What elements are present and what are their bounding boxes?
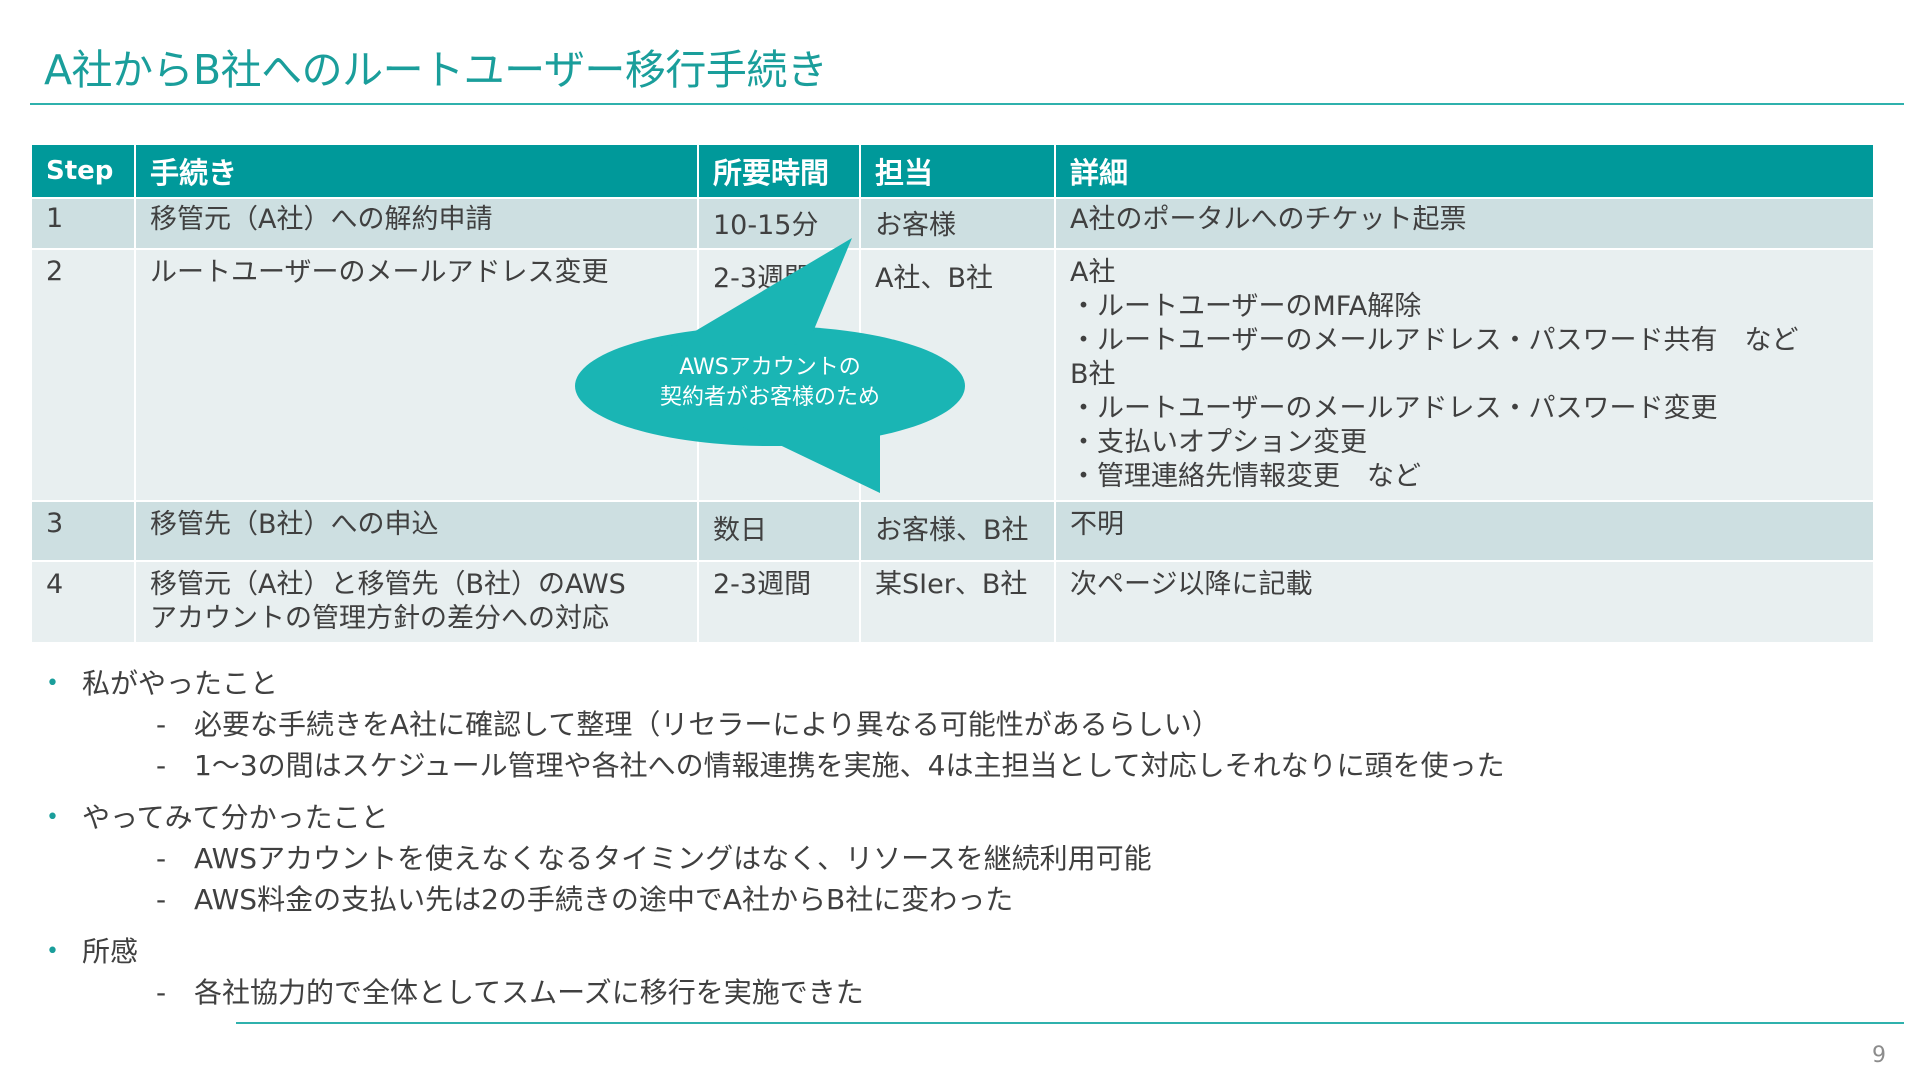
dash-icon: - — [156, 708, 167, 741]
cell-duration: 10-15分 — [697, 197, 861, 250]
sub-item-text: 必要な手続きをA社に確認して整理（リセラーにより異なる可能性があるらしい） — [194, 708, 1220, 741]
table-row: 2 ルートユーザーのメールアドレス変更 2-3週間 A社、B社 A社 ・ルートユ… — [30, 248, 1875, 502]
cell-details: A社のポータルへのチケット起票 — [1054, 197, 1875, 250]
bullet-label: やってみて分かったこと — [82, 801, 389, 834]
sub-item-text: 各社協力的で全体としてスムーズに移行を実施できた — [194, 976, 864, 1009]
sub-item-text: AWS料金の支払い先は2の手続きの途中でA社からB社に変わった — [194, 883, 1014, 916]
callout-text: AWSアカウントの 契約者がお客様のため — [590, 353, 950, 413]
cell-step: 1 — [30, 197, 136, 250]
bullet-icon: • — [46, 939, 59, 964]
cell-step: 4 — [30, 560, 136, 644]
header-procedure: 手続き — [134, 143, 699, 199]
detail-line: ・支払いオプション変更 — [1070, 427, 1367, 458]
sub-item-text: 1～3の間はスケジュール管理や各社への情報連携を実施、4は主担当として対応しそれ… — [194, 749, 1505, 782]
sub-list: -各社協力的で全体としてスムーズに移行を実施できた — [82, 972, 1644, 1013]
bullet-item: • 所感 -各社協力的で全体としてスムーズに移行を実施できた — [44, 932, 1644, 1013]
detail-line: ・ルートユーザーのメールアドレス・パスワード共有 など — [1070, 325, 1799, 356]
sub-list: -必要な手続きをA社に確認して整理（リセラーにより異なる可能性があるらしい） -… — [82, 704, 1644, 786]
cell-owner: お客様、B社 — [859, 500, 1056, 562]
bullet-icon: • — [46, 805, 59, 830]
cell-step: 2 — [30, 248, 136, 502]
header-duration: 所要時間 — [697, 143, 861, 199]
procedure-line: ルートユーザーのメールアドレス変更 — [150, 257, 609, 288]
dash-icon: - — [156, 749, 167, 782]
table-row: 3 移管先（B社）への申込 数日 お客様、B社 不明 — [30, 500, 1875, 562]
cell-details: 次ページ以降に記載 — [1054, 560, 1875, 644]
bullet-item: • やってみて分かったこと -AWSアカウントを使えなくなるタイミングはなく、リ… — [44, 798, 1644, 920]
cell-owner: お客様 — [859, 197, 1056, 250]
sub-item: -AWSアカウントを使えなくなるタイミングはなく、リソースを継続利用可能 — [82, 838, 1644, 879]
dash-icon: - — [156, 883, 167, 916]
callout-line: 契約者がお客様のため — [659, 385, 880, 410]
detail-line: ・管理連絡先情報変更 など — [1070, 461, 1421, 492]
cell-procedure: 移管先（B社）への申込 — [134, 500, 699, 562]
header-step: Step — [30, 143, 136, 199]
bullet-label: 私がやったこと — [82, 667, 279, 700]
bullet-list: • 私がやったこと -必要な手続きをA社に確認して整理（リセラーにより異なる可能… — [44, 664, 1644, 1013]
cell-duration: 2-3週間 — [697, 560, 861, 644]
header-owner: 担当 — [859, 143, 1056, 199]
bullet-label: 所感 — [82, 935, 139, 968]
detail-line: B社 — [1070, 359, 1116, 390]
sub-item: -AWS料金の支払い先は2の手続きの途中でA社からB社に変わった — [82, 879, 1644, 920]
cell-duration: 数日 — [697, 500, 861, 562]
cell-owner: 某SIer、B社 — [859, 560, 1056, 644]
detail-line: ・ルートユーザーのメールアドレス・パスワード変更 — [1070, 393, 1718, 424]
detail-line: 次ページ以降に記載 — [1070, 569, 1313, 600]
speech-bubble-callout — [575, 238, 965, 493]
dash-icon: - — [156, 976, 167, 1009]
callout-bubble — [575, 326, 965, 446]
table-row: 4 移管元（A社）と移管先（B社）のAWS アカウントの管理方針の差分への対応 … — [30, 560, 1875, 644]
bullet-icon: • — [46, 671, 59, 696]
title-divider — [30, 103, 1904, 105]
page-title: A社からB社へのルートユーザー移行手続き — [44, 46, 828, 94]
sub-item: -1～3の間はスケジュール管理や各社への情報連携を実施、4は主担当として対応しそ… — [82, 745, 1644, 786]
detail-line: A社 — [1070, 257, 1116, 288]
detail-line: ・ルートユーザーのMFA解除 — [1070, 291, 1422, 322]
sub-item-text: AWSアカウントを使えなくなるタイミングはなく、リソースを継続利用可能 — [194, 842, 1152, 875]
bullet-item: • 私がやったこと -必要な手続きをA社に確認して整理（リセラーにより異なる可能… — [44, 664, 1644, 786]
procedure-line: 移管元（A社）と移管先（B社）のAWS — [150, 569, 626, 600]
dash-icon: - — [156, 842, 167, 875]
procedure-line: 移管先（B社）への申込 — [150, 509, 439, 540]
callout-line: AWSアカウントの — [679, 355, 861, 380]
detail-line: A社のポータルへのチケット起票 — [1070, 204, 1467, 235]
header-details: 詳細 — [1054, 143, 1875, 199]
sub-item: -各社協力的で全体としてスムーズに移行を実施できた — [82, 972, 1644, 1013]
page-number: 9 — [1872, 1043, 1886, 1068]
callout-pointer-up — [670, 238, 852, 346]
sub-item: -必要な手続きをA社に確認して整理（リセラーにより異なる可能性があるらしい） — [82, 704, 1644, 745]
table-row: 1 移管元（A社）への解約申請 10-15分 お客様 A社のポータルへのチケット… — [30, 197, 1875, 250]
procedure-table: Step 手続き 所要時間 担当 詳細 1 移管元（A社）への解約申請 10-1… — [30, 143, 1875, 644]
cell-procedure: 移管元（A社）と移管先（B社）のAWS アカウントの管理方針の差分への対応 — [134, 560, 699, 644]
footer-divider — [236, 1022, 1904, 1024]
cell-details: 不明 — [1054, 500, 1875, 562]
cell-step: 3 — [30, 500, 136, 562]
callout-pointer-down — [740, 426, 880, 493]
procedure-line: アカウントの管理方針の差分への対応 — [150, 603, 609, 634]
table-header-row: Step 手続き 所要時間 担当 詳細 — [30, 143, 1875, 199]
procedure-line: 移管元（A社）への解約申請 — [150, 204, 493, 235]
sub-list: -AWSアカウントを使えなくなるタイミングはなく、リソースを継続利用可能 -AW… — [82, 838, 1644, 920]
cell-details: A社 ・ルートユーザーのMFA解除 ・ルートユーザーのメールアドレス・パスワード… — [1054, 248, 1875, 502]
detail-line: 不明 — [1070, 509, 1124, 540]
cell-procedure: 移管元（A社）への解約申請 — [134, 197, 699, 250]
